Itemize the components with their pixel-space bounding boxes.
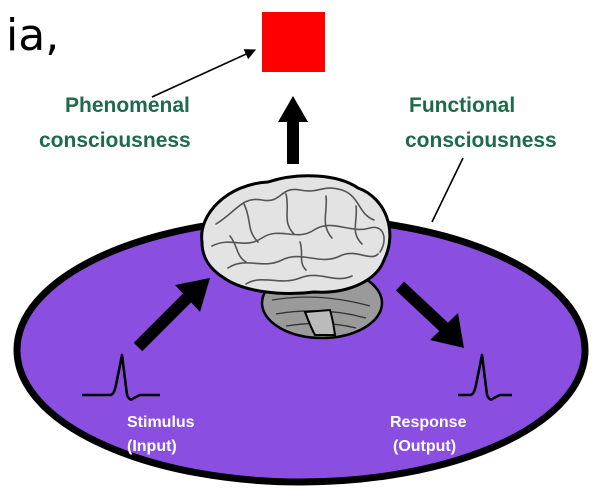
stimulus-label-line2: (Input) bbox=[127, 438, 177, 455]
quale-red-square bbox=[262, 12, 325, 72]
phenomenal-pointer-arrow bbox=[151, 49, 257, 98]
cut-off-text: ia, bbox=[6, 10, 59, 61]
phenomenal-label-line2: consciousness bbox=[39, 129, 191, 152]
response-label-line2: (Output) bbox=[393, 438, 456, 455]
functional-label-line1: Functional bbox=[409, 94, 515, 117]
stimulus-spike-icon bbox=[82, 353, 160, 401]
functional-label-line2: consciousness bbox=[405, 129, 557, 152]
brain-icon bbox=[200, 174, 392, 340]
phenomenal-label-line1: Phenomenal bbox=[65, 94, 190, 117]
brain-to-quale-arrow bbox=[278, 96, 308, 164]
brain-to-response-arrow bbox=[395, 281, 464, 348]
stimulus-label-line1: Stimulus bbox=[127, 414, 195, 431]
functional-pointer-line bbox=[431, 157, 464, 223]
stimulus-to-brain-arrow bbox=[133, 278, 210, 352]
response-spike-icon bbox=[458, 353, 512, 401]
response-label-line1: Response bbox=[390, 414, 467, 431]
